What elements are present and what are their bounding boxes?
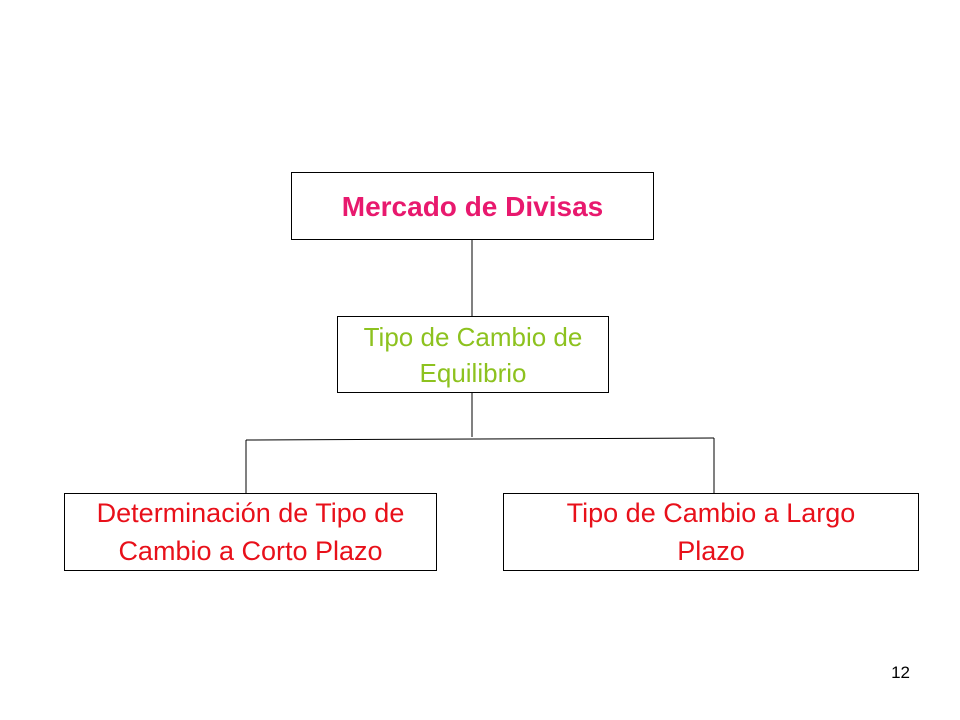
page-number: 12 bbox=[891, 663, 910, 682]
connector-horizontal bbox=[245, 437, 715, 441]
node-largo-plazo: Tipo de Cambio a Largo Plazo bbox=[503, 493, 919, 571]
node-mid-label-line-2: Equilibrio bbox=[419, 357, 527, 388]
node-root-label: Mercado de Divisas bbox=[341, 190, 604, 222]
node-tipo-de-cambio-equilibrio: Tipo de Cambio de Equilibrio bbox=[337, 316, 609, 393]
node-left-label-line-1: Determinación de Tipo de bbox=[96, 498, 405, 528]
node-right-label-line-1: Tipo de Cambio a Largo bbox=[566, 498, 856, 528]
node-left-label-line-2: Cambio a Corto Plazo bbox=[118, 536, 383, 566]
node-corto-plazo: Determinación de Tipo de Cambio a Corto … bbox=[64, 493, 437, 571]
node-mercado-de-divisas: Mercado de Divisas bbox=[291, 172, 654, 240]
node-mid-label-line-1: Tipo de Cambio de bbox=[363, 321, 583, 352]
node-right-label-line-2: Plazo bbox=[677, 536, 745, 566]
